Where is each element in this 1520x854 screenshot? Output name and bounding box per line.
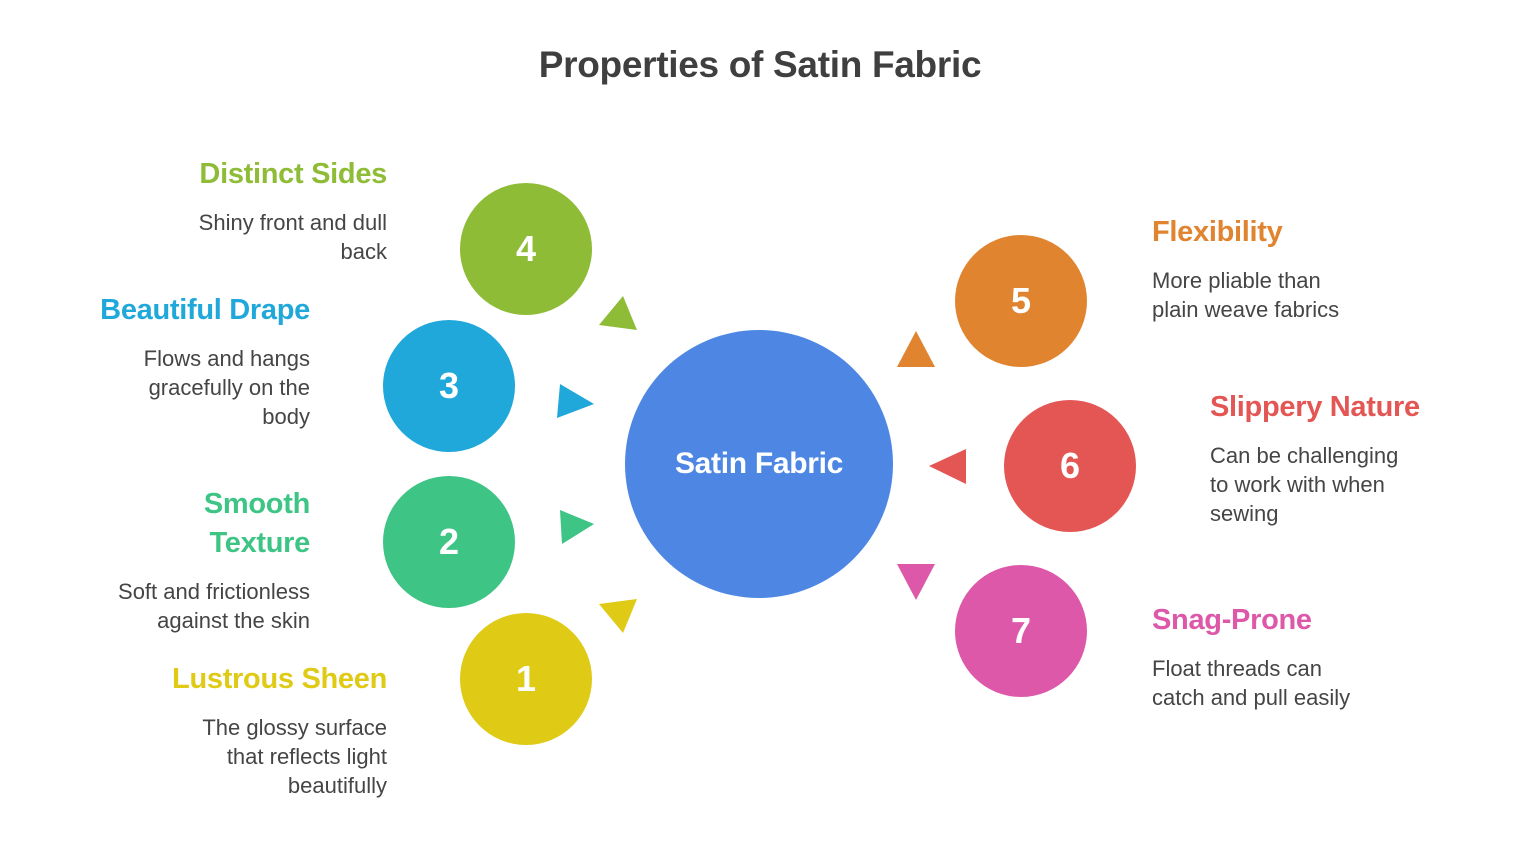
item-heading: Beautiful Drape: [100, 294, 310, 326]
item-description: Flows and hangs gracefully on the body: [143, 346, 310, 429]
triangle-icon-5: [897, 331, 935, 367]
center-hub-label: Satin Fabric: [674, 447, 844, 480]
item-heading: Flexibility: [1152, 216, 1283, 248]
item-description: Shiny front and dull back: [198, 210, 387, 264]
item-block-2: Smooth Texture Soft and frictionless aga…: [70, 485, 310, 635]
item-heading: Lustrous Sheen: [172, 663, 387, 695]
item-number: 7: [1010, 610, 1032, 651]
triangle-icon-6: [929, 449, 966, 484]
diagram-title: Properties of Satin Fabric: [538, 44, 982, 85]
item-heading: Smooth Texture: [203, 488, 310, 559]
triangle-icon-2: [560, 510, 594, 544]
item-number: 5: [1010, 280, 1032, 321]
item-circle-2: 2: [383, 476, 515, 608]
item-block-3: Beautiful Drape Flows and hangs graceful…: [70, 291, 310, 431]
item-circle-6: 6: [1004, 400, 1136, 532]
item-description: Can be challenging to work with when sew…: [1210, 443, 1399, 526]
item-heading: Snag-Prone: [1152, 604, 1312, 636]
item-description: Float threads can catch and pull easily: [1152, 656, 1351, 710]
item-circle-1: 1: [460, 613, 592, 745]
item-description: More pliable than plain weave fabrics: [1152, 268, 1340, 322]
item-number: 2: [438, 521, 460, 562]
item-block-6: Slippery Nature Can be challenging to wo…: [1210, 388, 1470, 528]
item-heading: Slippery Nature: [1210, 391, 1420, 423]
triangle-icon-1: [599, 599, 637, 633]
center-hub-circle: Satin Fabric: [625, 330, 893, 598]
item-number: 1: [515, 658, 537, 699]
item-circle-4: 4: [460, 183, 592, 315]
item-block-1: Lustrous Sheen The glossy surface that r…: [127, 660, 387, 800]
item-number: 4: [515, 228, 537, 269]
item-block-7: Snag-Prone Float threads can catch and p…: [1152, 601, 1412, 712]
item-circle-5: 5: [955, 235, 1087, 367]
triangle-icon-7: [897, 564, 935, 600]
item-description: Soft and frictionless against the skin: [118, 579, 310, 633]
item-circle-7: 7: [955, 565, 1087, 697]
item-circle-3: 3: [383, 320, 515, 452]
item-block-4: Distinct Sides Shiny front and dull back: [147, 155, 388, 266]
item-number: 6: [1059, 445, 1081, 486]
triangle-icon-3: [557, 384, 594, 418]
triangle-icon-4: [599, 296, 637, 330]
item-number: 3: [438, 365, 460, 406]
item-heading: Distinct Sides: [199, 158, 387, 190]
item-block-5: Flexibility More pliable than plain weav…: [1152, 213, 1392, 324]
item-description: The glossy surface that reflects light b…: [202, 715, 387, 798]
